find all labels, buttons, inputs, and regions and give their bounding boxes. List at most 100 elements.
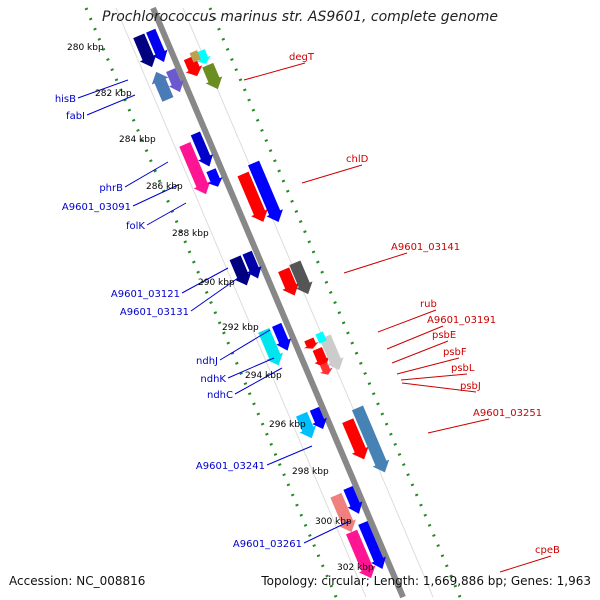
genome-summary-text: Topology: circular; Length: 1,669,886 bp… [261, 574, 591, 588]
accession-text: Accession: NC_008816 [9, 574, 146, 588]
gene-label-right: chlD [346, 154, 369, 165]
gene-feature [342, 418, 369, 460]
gene-feature [303, 337, 319, 349]
label-leader [303, 520, 351, 544]
gene-feature [248, 160, 283, 222]
tick-label: 292 kbp [222, 323, 259, 333]
tick-label: 282 kbp [95, 89, 132, 99]
gene-feature [319, 362, 333, 375]
gene-feature [202, 62, 223, 90]
label-leader [227, 357, 275, 379]
tick-label: 298 kbp [292, 467, 329, 477]
tick-label: 294 kbp [245, 371, 282, 381]
tick-label: 286 kbp [146, 182, 183, 192]
track-line [208, 7, 462, 598]
label-leader [401, 382, 477, 393]
gene-feature [346, 529, 376, 579]
tick-label: 296 kbp [269, 420, 306, 430]
gene-feature [242, 250, 262, 279]
gene-label-left: ndhK [200, 374, 226, 385]
label-leader [499, 555, 552, 573]
gene-feature [312, 346, 330, 368]
track-line [182, 7, 434, 598]
gene-feature [196, 49, 211, 64]
gene-labels: hisBfabIphrBA9601_03091folKA9601_03121A9… [55, 52, 560, 556]
genome-title: Prochlorococcus marinus str. AS9601, com… [102, 9, 498, 25]
label-leader [301, 164, 363, 184]
gene-feature [206, 168, 223, 187]
gene-label-right: rub [420, 299, 437, 310]
label-leader [343, 252, 408, 274]
gene-label-right: psbJ [460, 381, 481, 392]
label-leader [219, 329, 271, 361]
tick-label: 288 kbp [172, 229, 209, 239]
gene-label-left: A9601_03121 [111, 289, 180, 300]
gene-label-right: psbE [432, 330, 456, 341]
gene-feature [289, 260, 313, 295]
label-leader [132, 184, 179, 207]
gene-label-right: cpeB [535, 545, 560, 556]
gene-feature [272, 322, 292, 351]
gene-features [133, 28, 390, 579]
gene-feature [183, 55, 203, 77]
gene-feature [278, 267, 299, 296]
gene-feature [151, 71, 174, 102]
gene-label-left: fabI [66, 111, 85, 122]
gene-feature [330, 492, 356, 533]
gene-feature [229, 255, 252, 286]
tick-label: 290 kbp [198, 278, 235, 288]
gene-label-right: degT [289, 52, 315, 63]
track-line [115, 7, 367, 598]
label-leader [190, 277, 239, 312]
gene-label-left: ndhJ [196, 356, 218, 367]
track-lines [84, 6, 462, 599]
gene-label-right: psbL [451, 363, 475, 374]
label-leader [77, 79, 129, 99]
label-leaders [77, 62, 552, 573]
gene-feature [296, 411, 317, 439]
label-leader [400, 373, 468, 381]
gene-feature [358, 520, 386, 569]
tick-label: 280 kbp [67, 43, 104, 53]
gene-label-left: A9601_03131 [120, 307, 189, 318]
gene-label-left: phrB [99, 183, 123, 194]
gene-feature [319, 334, 344, 371]
tick-labels: 280 kbp 282 kbp 284 kbp 286 kbp 288 kbp 290 k… [67, 43, 374, 573]
label-leader [386, 325, 444, 350]
gene-feature [258, 328, 283, 366]
gene-feature [166, 68, 184, 93]
gene-label-left: A9601_03241 [196, 461, 265, 472]
label-leader [243, 62, 306, 81]
gene-label-left: A9601_03091 [62, 202, 131, 213]
gene-label-left: hisB [55, 94, 76, 105]
gene-label-left: folK [126, 221, 145, 232]
gene-label-left: ndhC [207, 390, 233, 401]
label-leader [146, 202, 187, 226]
gene-feature [237, 171, 268, 222]
label-leader [234, 367, 283, 395]
gene-label-right: psbF [443, 347, 467, 358]
label-leader [86, 94, 136, 116]
gene-label-right: A9601_03251 [473, 408, 542, 419]
tick-label: 302 kbp [337, 563, 374, 573]
label-leader [427, 418, 490, 434]
gene-label-left: A9601_03261 [233, 539, 302, 550]
genome-backbone [150, 6, 406, 599]
label-leader [181, 267, 229, 294]
gene-feature [133, 33, 157, 68]
label-leader [391, 340, 449, 364]
track-line [84, 7, 338, 598]
label-leader [266, 445, 313, 466]
gene-feature [351, 405, 390, 473]
gene-label-right: A9601_03191 [427, 315, 496, 326]
gene-feature [190, 131, 213, 167]
tick-label: 284 kbp [119, 135, 156, 145]
gene-feature [343, 485, 363, 514]
gene-feature [189, 50, 201, 63]
gene-feature [146, 28, 168, 63]
gene-label-right: A9601_03141 [391, 242, 460, 253]
gene-feature [179, 142, 211, 195]
gene-feature [315, 331, 327, 344]
tick-label: 300 kbp [315, 517, 352, 527]
